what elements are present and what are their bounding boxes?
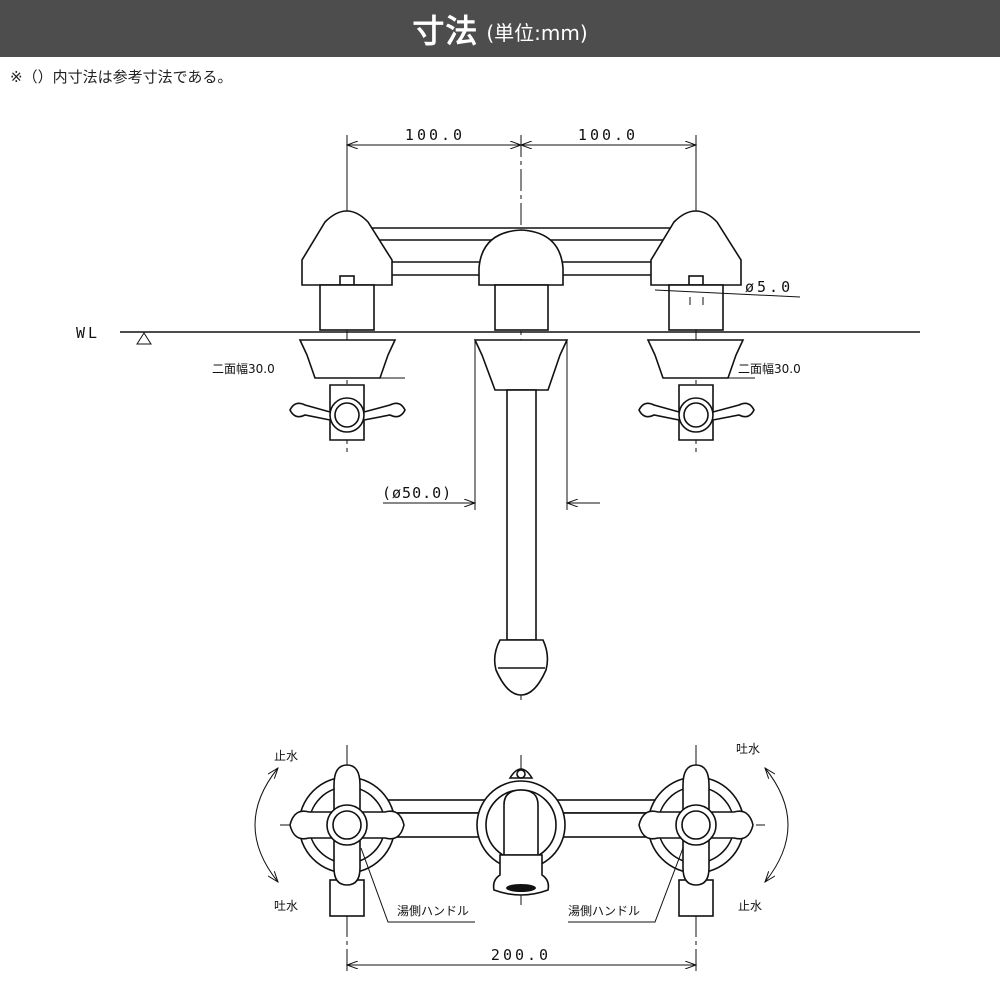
right-discharge-label: 吐水 [736, 742, 760, 756]
wl-label: WL [76, 324, 100, 342]
left-discharge-label: 吐水 [274, 899, 298, 913]
left-stop-water-label: 止水 [274, 749, 298, 763]
base-diameter-label: (ø50.0) [382, 484, 452, 502]
hot-handle-label-right: 湯側ハンドル [568, 904, 640, 918]
front-handle-right [638, 384, 755, 441]
hot-handle-label-left: 湯側ハンドル [397, 904, 469, 918]
flat-width-right: 二面幅30.0 [738, 361, 801, 376]
bottom-view: 止水 吐水 吐水 止水 湯側ハンドル 湯側ハンドル 200.0 [254, 742, 789, 975]
hole-diameter-label: ø5.0 [745, 278, 793, 296]
reference-note: ※（）内寸法は参考寸法である。 [10, 68, 233, 86]
unit-label: (単位:mm) [486, 21, 588, 45]
dim-left-100: 100.0 [405, 126, 465, 144]
page-title: 寸法 [412, 11, 479, 50]
front-view: 100.0 100.0 WL ø5.0 [76, 126, 920, 700]
right-stop-water-label: 止水 [738, 899, 762, 913]
dim-right-100: 100.0 [578, 126, 638, 144]
dim-total-200: 200.0 [491, 946, 551, 964]
front-handle-left [289, 384, 406, 441]
flat-width-left: 二面幅30.0 [212, 361, 275, 376]
header-bar: 寸法 (単位:mm) [0, 0, 1000, 57]
